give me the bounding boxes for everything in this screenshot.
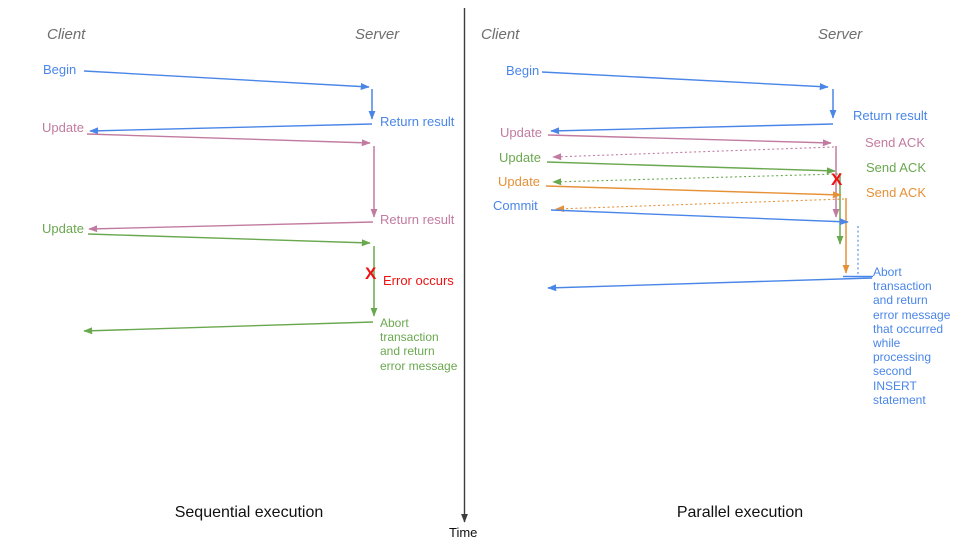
- left-error-x-icon: X: [365, 264, 377, 283]
- time-axis-label: Time: [449, 525, 478, 540]
- right-commit-label: Commit: [493, 198, 538, 213]
- seq-update1-return-arrow: [88, 221, 374, 233]
- right-abort-message-label: Abort transaction and return error messa…: [873, 265, 951, 407]
- par-update2-request-arrow: [546, 161, 836, 175]
- par-update3-request-arrow: [545, 185, 842, 199]
- right-send-ack-2-label: Send ACK: [866, 160, 926, 175]
- par-ack3-dotted-arrow: [555, 198, 845, 213]
- left-abort-message-label: Abort transaction and return error messa…: [380, 316, 458, 373]
- left-server-header: Server: [355, 26, 400, 43]
- right-return-result-label: Return result: [853, 108, 928, 123]
- right-send-ack-1-label: Send ACK: [865, 135, 925, 150]
- seq-update2-request-arrow: [87, 233, 371, 247]
- left-return-result-1-label: Return result: [380, 114, 455, 129]
- right-panel-title: Parallel execution: [676, 504, 804, 521]
- right-update-3-label: Update: [498, 174, 540, 189]
- par-abort-return-arrow: [547, 277, 873, 292]
- par-commit-request-arrow: [550, 209, 849, 226]
- left-update-1-label: Update: [42, 120, 84, 135]
- par-begin-return-arrow: [550, 123, 834, 135]
- left-return-result-2-label: Return result: [380, 212, 455, 227]
- par-ack2-dotted-arrow: [552, 173, 839, 186]
- left-panel-title: Sequential execution: [174, 504, 324, 521]
- seq-abort-return-arrow: [83, 321, 374, 335]
- par-ack1-dotted-arrow: [552, 146, 835, 161]
- right-client-header: Client: [481, 26, 520, 43]
- seq-begin-return-arrow: [89, 123, 373, 135]
- right-update-1-label: Update: [500, 125, 542, 140]
- right-send-ack-3-label: Send ACK: [866, 185, 926, 200]
- right-error-x-icon: X: [831, 170, 843, 189]
- left-begin-label: Begin: [43, 62, 77, 77]
- seq-begin-request-arrow: [83, 70, 370, 91]
- seq-update1-request-arrow: [86, 133, 371, 147]
- left-client-header: Client: [47, 26, 86, 43]
- right-update-2-label: Update: [499, 150, 541, 165]
- left-error-occurs-label: Error occurs: [383, 273, 454, 288]
- left-update-2-label: Update: [42, 221, 84, 236]
- right-begin-label: Begin: [506, 63, 540, 78]
- par-begin-request-arrow: [541, 71, 829, 91]
- right-server-header: Server: [818, 26, 863, 43]
- par-update1-request-arrow: [547, 134, 832, 147]
